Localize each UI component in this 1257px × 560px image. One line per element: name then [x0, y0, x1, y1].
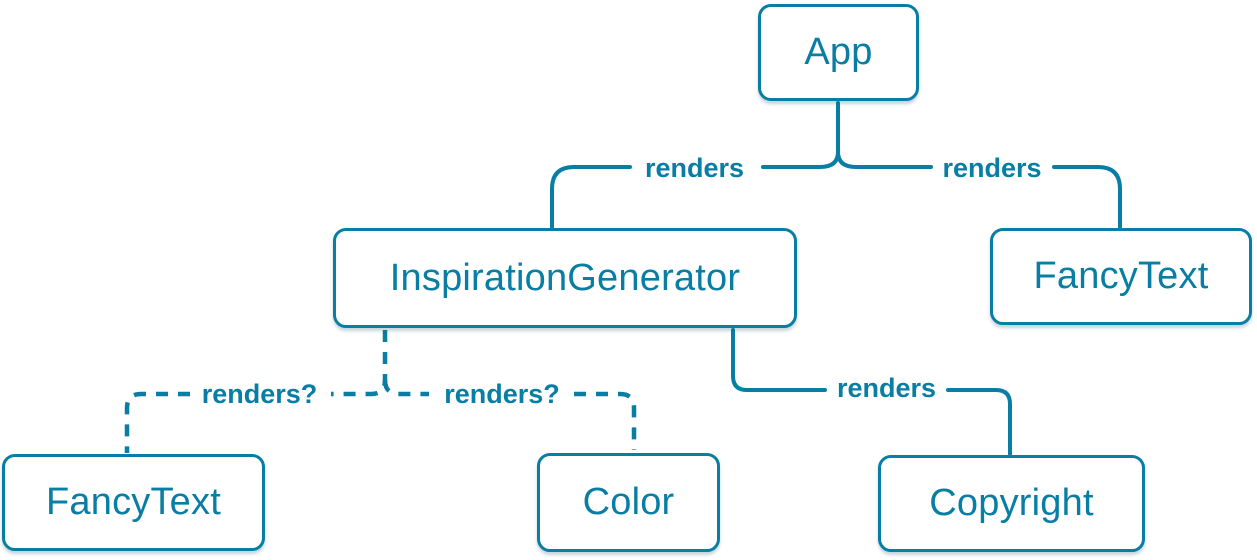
- node-fancy-text-top: FancyText: [990, 228, 1252, 325]
- edge-inspirationgenerator-color: [382, 379, 637, 450]
- node-app: App: [758, 4, 919, 101]
- node-copyright: Copyright: [878, 455, 1145, 552]
- edge-label-inspirationgenerator-fancytext: renders?: [201, 379, 318, 409]
- edge-label-app-inspirationgenerator: renders: [644, 153, 745, 183]
- edge-app-fancytext: [836, 150, 1122, 229]
- edge-label-app-fancytext: renders: [942, 153, 1042, 183]
- node-inspiration-generator: InspirationGenerator: [333, 228, 797, 328]
- edge-inspirationgenerator-copyright: [731, 328, 1012, 456]
- node-color: Color: [537, 453, 720, 552]
- edge-label-inspirationgenerator-color: renders?: [444, 379, 560, 409]
- node-fancy-text-bottom: FancyText: [2, 454, 265, 551]
- edge-label-inspirationgenerator-copyright: renders: [836, 373, 937, 403]
